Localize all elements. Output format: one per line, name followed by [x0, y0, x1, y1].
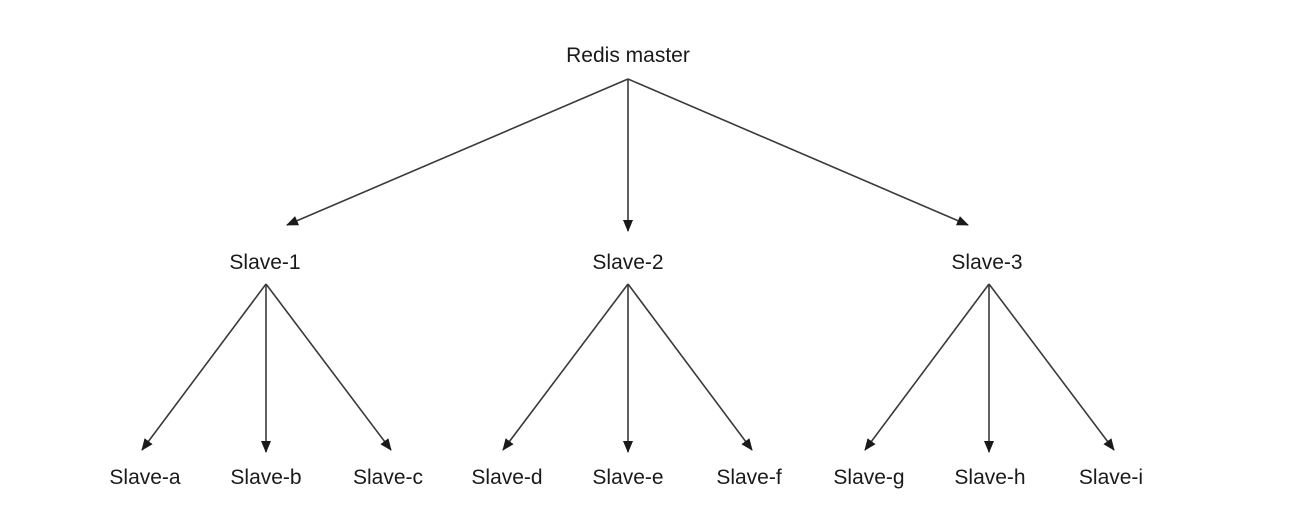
- edge-slave-1-to-slave-c: [265, 283, 392, 451]
- node-slave-3: Slave-3: [951, 251, 1022, 274]
- node-slave-e: Slave-e: [592, 466, 663, 489]
- node-slave-2: Slave-2: [592, 251, 663, 274]
- node-slave-g: Slave-g: [833, 466, 904, 489]
- edge-master-to-slave-1: [286, 78, 629, 226]
- edge-slave-2-to-slave-d: [502, 283, 629, 451]
- node-slave-i: Slave-i: [1079, 466, 1143, 489]
- labels-layer: Redis master Slave-1 Slave-2 Slave-3 Sla…: [109, 44, 1143, 489]
- edges-layer: [141, 78, 1115, 453]
- node-slave-f: Slave-f: [716, 466, 782, 489]
- edge-master-to-slave-3: [627, 78, 969, 226]
- edge-slave-3-to-slave-i: [988, 283, 1115, 451]
- node-slave-c: Slave-c: [353, 466, 423, 489]
- edge-slave-1-to-slave-a: [141, 283, 267, 451]
- node-slave-b: Slave-b: [230, 466, 301, 489]
- node-slave-1: Slave-1: [229, 251, 300, 274]
- edge-slave-2-to-slave-f: [627, 283, 753, 451]
- node-redis-master: Redis master: [566, 44, 690, 67]
- node-slave-a: Slave-a: [109, 466, 181, 489]
- edge-slave-3-to-slave-g: [864, 283, 990, 451]
- node-slave-h: Slave-h: [954, 466, 1025, 489]
- node-slave-d: Slave-d: [471, 466, 542, 489]
